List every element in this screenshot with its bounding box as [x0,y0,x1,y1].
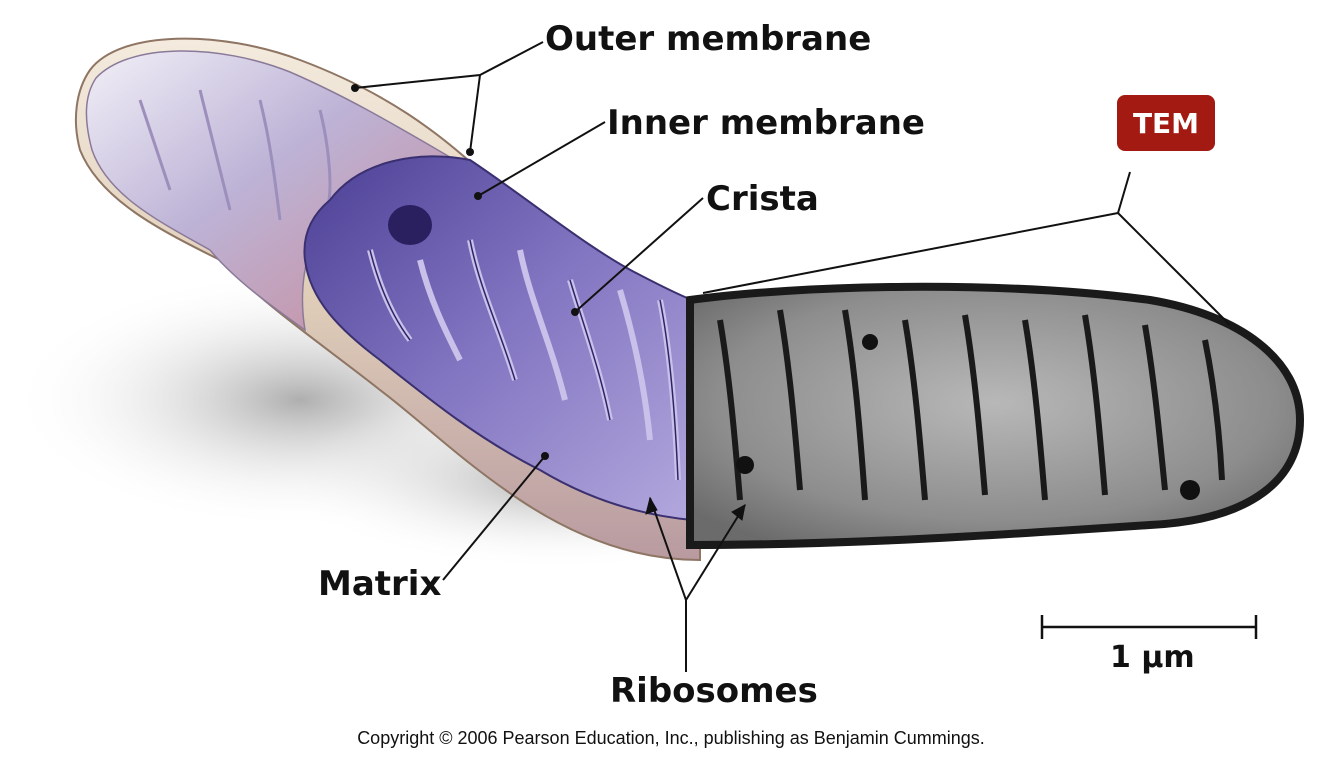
ribosome-arrowheads [645,496,746,521]
tem-leader-2 [1117,212,1231,326]
scale-bar-label: 1 µm [1110,643,1195,673]
ribosomes-leader-2 [685,504,746,601]
matrix-leader [442,455,546,581]
leader-lines [354,41,1231,672]
label-outer-membrane: Outer membrane [545,19,872,59]
label-inner-membrane: Inner membrane [607,103,925,143]
scale-bar [1040,615,1258,639]
scale-value: 1 [1110,640,1131,675]
crista-leader [574,197,704,313]
leader-dots [351,84,579,460]
label-crista: Crista [706,179,819,219]
outer-membrane-leader-1 [354,41,544,89]
scale-unit: µm [1141,640,1195,675]
tem-badge: TEM [1117,95,1215,151]
label-matrix: Matrix [318,564,442,604]
outer-membrane-leader-2 [469,74,481,153]
label-ribosomes: Ribosomes [610,671,818,711]
tem-micrograph [686,282,1305,550]
inner-membrane-leader [477,121,606,197]
copyright-text: Copyright © 2006 Pearson Education, Inc.… [357,728,985,748]
inner-compartment [303,155,693,522]
